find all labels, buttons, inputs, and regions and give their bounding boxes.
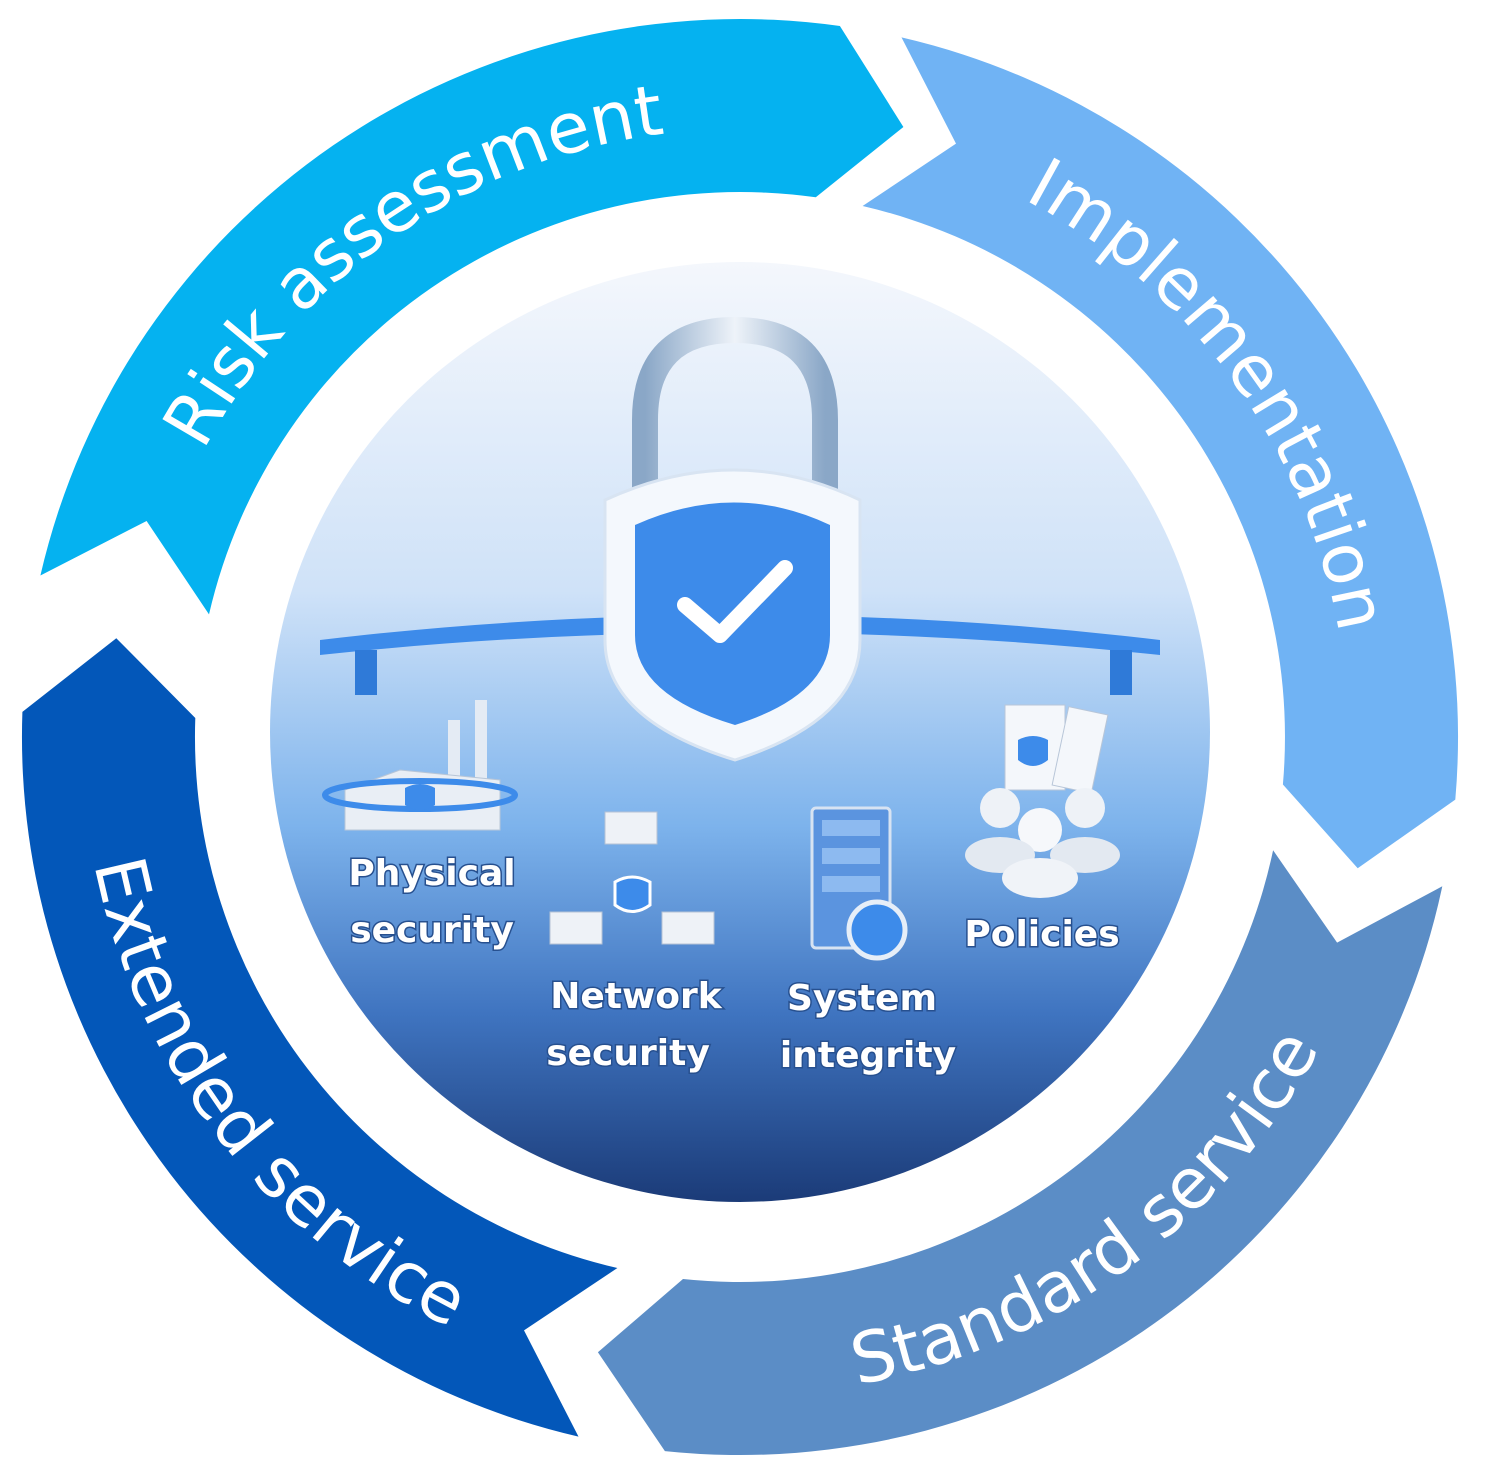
server-icon: [810, 806, 908, 961]
label-policies: Policies: [964, 914, 1119, 955]
segment-standard-service: [597, 850, 1443, 1456]
network-icon: [549, 811, 715, 945]
factory-icon: [322, 700, 518, 831]
label-network-line2: security: [546, 1033, 710, 1074]
label-network-line1: Network: [550, 976, 722, 1017]
label-system-line2: integrity: [780, 1035, 956, 1076]
segment-risk-assessment: [40, 19, 904, 615]
segment-implementation: [862, 37, 1459, 869]
padlock-icon: [603, 316, 862, 762]
policies-icon: [965, 704, 1120, 898]
checkmark-icon: [677, 560, 793, 643]
pillar-labels: Physical security Network security Syste…: [347, 852, 1121, 1078]
segment-extended-service: [21, 638, 618, 1437]
label-physical-line1: Physical: [348, 853, 515, 894]
protection-band: [320, 615, 1160, 655]
label-physical-line2: security: [350, 910, 514, 951]
label-system-line1: System: [787, 978, 937, 1019]
